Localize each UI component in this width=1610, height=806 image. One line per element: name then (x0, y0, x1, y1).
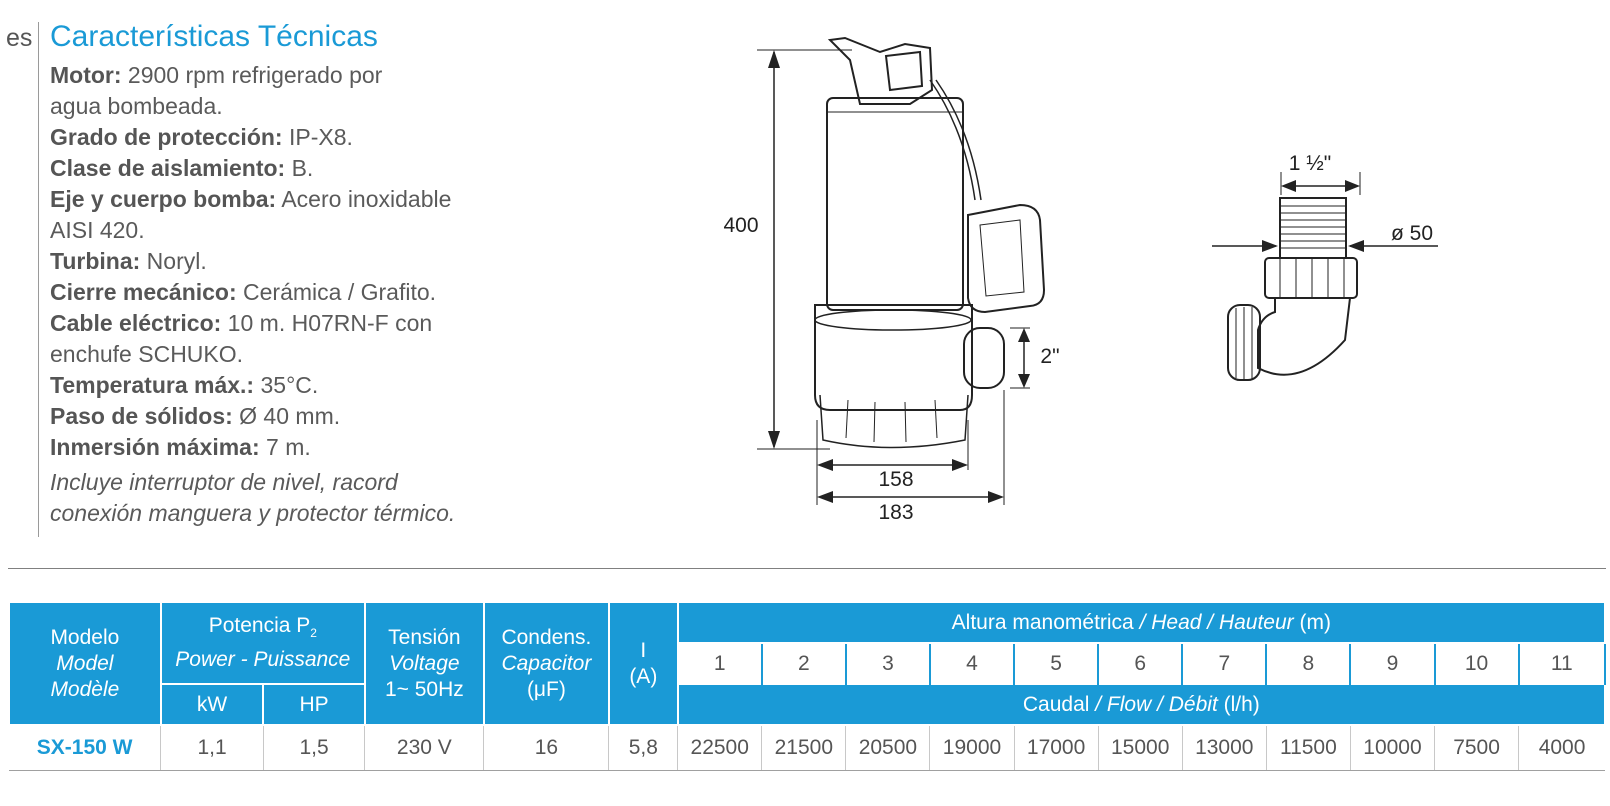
flow-cell: 10000 (1349, 725, 1435, 771)
capacitor-header: Condens. Capacitor (μF) (482, 601, 610, 726)
head-value-header: 5 (1013, 643, 1100, 684)
spec-label: Cable eléctrico: (50, 310, 222, 336)
pump-drawing: 400 2" 158 183 (723, 36, 1060, 524)
spec-value: Noryl. (140, 248, 207, 274)
spec-value: 7 m. (259, 434, 311, 460)
head-header: Altura manométrica / Head / Hauteur (m) (676, 601, 1607, 644)
spec-value-continued: AISI 420. (50, 217, 145, 243)
flow-cell: 19000 (929, 725, 1015, 771)
specs-section: Características Técnicas Motor: 2900 rpm… (50, 18, 650, 529)
voltage-cell: 230 V (364, 725, 484, 771)
spec-item: Eje y cuerpo bomba: Acero inoxidable (50, 184, 650, 215)
spec-item: Turbina: Noryl. (50, 246, 650, 277)
head-value-header: 6 (1097, 643, 1184, 684)
section-separator (8, 568, 1606, 569)
vertical-divider (38, 22, 39, 537)
spec-label: Cierre mecánico: (50, 279, 237, 305)
flow-cell: 15000 (1097, 725, 1183, 771)
thread-label: 1 ½" (1289, 152, 1331, 175)
kw-header: kW (159, 683, 265, 726)
head-value-header: 4 (929, 643, 1016, 684)
head-value-header: 10 (1434, 643, 1520, 684)
flow-cell: 20500 (845, 725, 930, 771)
head-value-header: 9 (1349, 643, 1436, 684)
spec-value: 2900 rpm refrigerado por (121, 62, 383, 88)
spec-item: Inmersión máxima: 7 m. (50, 432, 650, 463)
spec-label: Eje y cuerpo bomba: (50, 186, 277, 212)
spec-label: Inmersión máxima: (50, 434, 260, 460)
flow-header: Caudal / Flow / Débit (l/h) (676, 683, 1607, 726)
power-header: Potencia P2 Power - Puissance (159, 601, 366, 685)
fitting-drawing: 1 ½" ø 50 (1212, 152, 1438, 381)
spec-value-continued: enchufe SCHUKO. (50, 341, 244, 367)
spec-label: Motor: (50, 62, 122, 88)
diameter-label: ø 50 (1391, 222, 1433, 245)
spec-label: Paso de sólidos: (50, 403, 233, 429)
kw-cell: 1,1 (160, 725, 264, 771)
head-value-header: 11 (1518, 643, 1607, 684)
spec-label: Temperatura máx.: (50, 372, 255, 398)
spec-value: 35°C. (254, 372, 319, 398)
language-code: es (6, 24, 33, 52)
hp-header: HP (262, 683, 366, 726)
current-header: I (A) (607, 601, 679, 726)
note-line: conexión manguera y protector térmico. (50, 500, 456, 526)
flow-cell: 4000 (1518, 725, 1605, 771)
flow-cell: 21500 (761, 725, 846, 771)
flow-cell: 17000 (1013, 725, 1099, 771)
spec-label: Clase de aislamiento: (50, 155, 286, 181)
included-note: Incluye interruptor de nivel, racord con… (50, 467, 650, 529)
hp-cell: 1,5 (262, 725, 365, 771)
spec-value: Cerámica / Grafito. (236, 279, 437, 305)
outlet-label: 2" (1040, 345, 1059, 368)
spec-value: Ø 40 mm. (232, 403, 341, 429)
section-title: Características Técnicas (50, 20, 378, 53)
voltage-header: Tensión Voltage 1~ 50Hz (363, 601, 485, 726)
spec-value: 10 m. H07RN-F con (221, 310, 433, 336)
specs-table: Modelo Model Modèle Potencia P2 Power - … (8, 601, 1607, 771)
spec-value-continued: agua bombeada. (50, 93, 223, 119)
outer-width-label: 183 (878, 501, 913, 524)
inner-width-label: 158 (878, 468, 913, 491)
spec-value: B. (285, 155, 314, 181)
head-value-header: 1 (677, 643, 763, 684)
note-line: Incluye interruptor de nivel, racord (50, 469, 398, 495)
spec-item: Paso de sólidos: Ø 40 mm. (50, 401, 650, 432)
spec-item: Clase de aislamiento: B. (50, 153, 650, 184)
spec-value: IP-X8. (282, 124, 353, 150)
spec-item: Motor: 2900 rpm refrigerado por (50, 60, 650, 91)
head-value-header: 2 (761, 643, 847, 684)
spec-value: Acero inoxidable (276, 186, 452, 212)
head-value-header: 7 (1181, 643, 1268, 684)
flow-cell: 11500 (1265, 725, 1351, 771)
flow-cell: 7500 (1434, 725, 1519, 771)
flow-cell: 13000 (1181, 725, 1267, 771)
current-cell: 5,8 (608, 725, 678, 771)
flow-cell: 22500 (677, 725, 762, 771)
head-value-header: 3 (845, 643, 931, 684)
spec-item: Temperatura máx.: 35°C. (50, 370, 650, 401)
spec-label: Turbina: (50, 248, 141, 274)
spec-item: Grado de protección: IP-X8. (50, 122, 650, 153)
spec-item: Cable eléctrico: 10 m. H07RN-F con (50, 308, 650, 339)
spec-item: Cierre mecánico: Cerámica / Grafito. (50, 277, 650, 308)
model-cell: SX-150 W (9, 725, 161, 771)
head-value-header: 8 (1265, 643, 1352, 684)
capacitor-cell: 16 (483, 725, 609, 771)
model-header: Modelo Model Modèle (8, 601, 162, 726)
height-label: 400 (723, 214, 758, 237)
spec-label: Grado de protección: (50, 124, 283, 150)
